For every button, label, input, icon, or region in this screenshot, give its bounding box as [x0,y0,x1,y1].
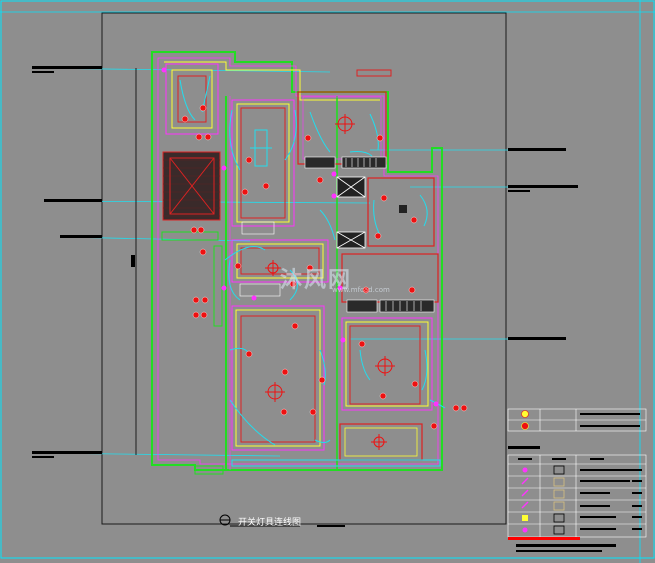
switch-icon [161,67,439,407]
leader-lines-right [350,148,578,340]
watermark-url: www.mfcad.com [332,286,390,294]
title-bars [508,537,616,552]
compass-mark-icon [219,514,345,527]
ceiling-light-icon [265,114,395,450]
wiring-arcs [179,75,446,446]
downlight-icon [181,104,468,430]
drawing-title: 开关灯具连线图 [238,518,302,528]
watermark: 沐风网 [280,268,353,293]
legend-table [507,408,647,538]
